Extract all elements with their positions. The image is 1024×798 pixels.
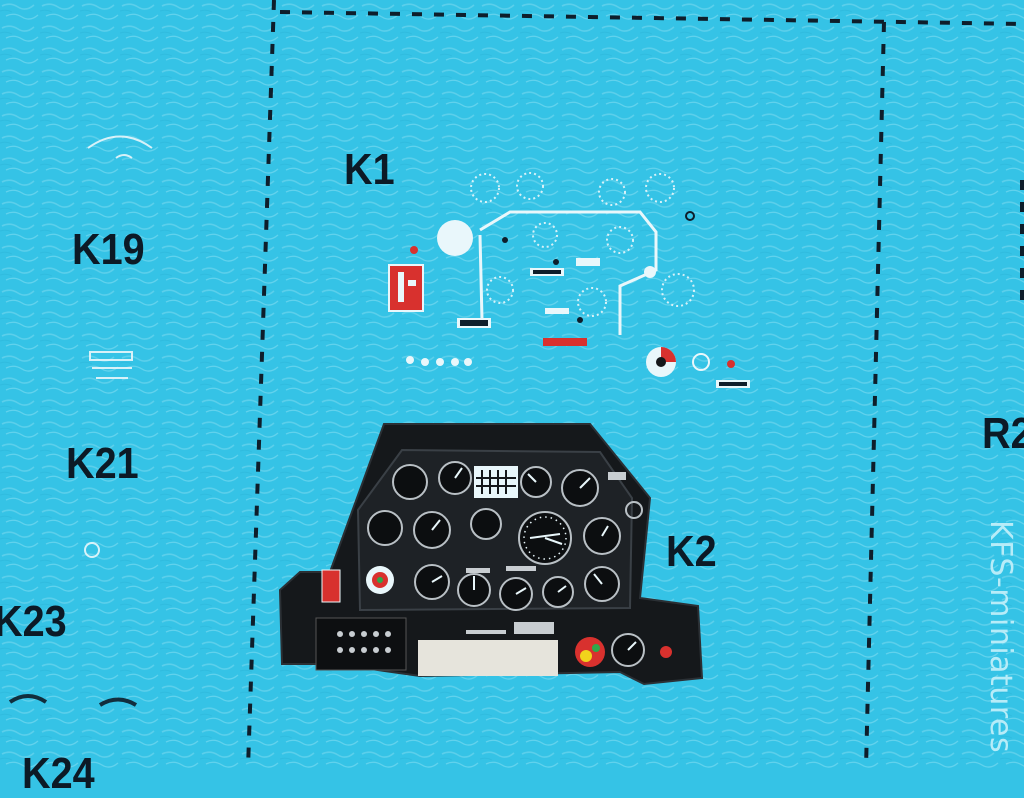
label-k2: K2	[666, 527, 717, 576]
gauge	[392, 464, 428, 500]
decal-k1-red-label	[543, 338, 587, 346]
label-r2: R2	[982, 409, 1024, 458]
decal-k1-red-switch	[388, 264, 424, 312]
decal-k1-round-gauge	[437, 220, 473, 256]
panel-switch-box	[315, 617, 407, 671]
instrument-panel-k2	[278, 423, 704, 686]
decal-k19-arc	[87, 135, 153, 149]
label-k24: K24	[22, 749, 95, 798]
label-k21: K21	[66, 439, 139, 488]
gauge	[367, 510, 403, 546]
panel-lower-cutout	[418, 640, 558, 676]
decal-k24-arc-left	[8, 694, 48, 704]
label-k1: K1	[344, 145, 395, 194]
cut-line-left	[246, 0, 276, 768]
cut-line-top	[279, 10, 1024, 26]
decal-small-ring	[84, 542, 100, 558]
decal-k1-instruments	[388, 172, 750, 388]
label-k23: K23	[0, 597, 67, 646]
decal-artwork	[8, 0, 1024, 768]
decal-k21-bar	[89, 351, 133, 361]
cut-line-right	[864, 21, 886, 768]
gauge	[470, 508, 502, 540]
label-k19: K19	[72, 225, 145, 274]
decal-k24-arc-right	[98, 697, 138, 707]
panel-red-switch	[321, 569, 341, 603]
watermark: KFS-miniatures	[983, 520, 1018, 754]
decal-sheet-texture	[0, 0, 1024, 768]
